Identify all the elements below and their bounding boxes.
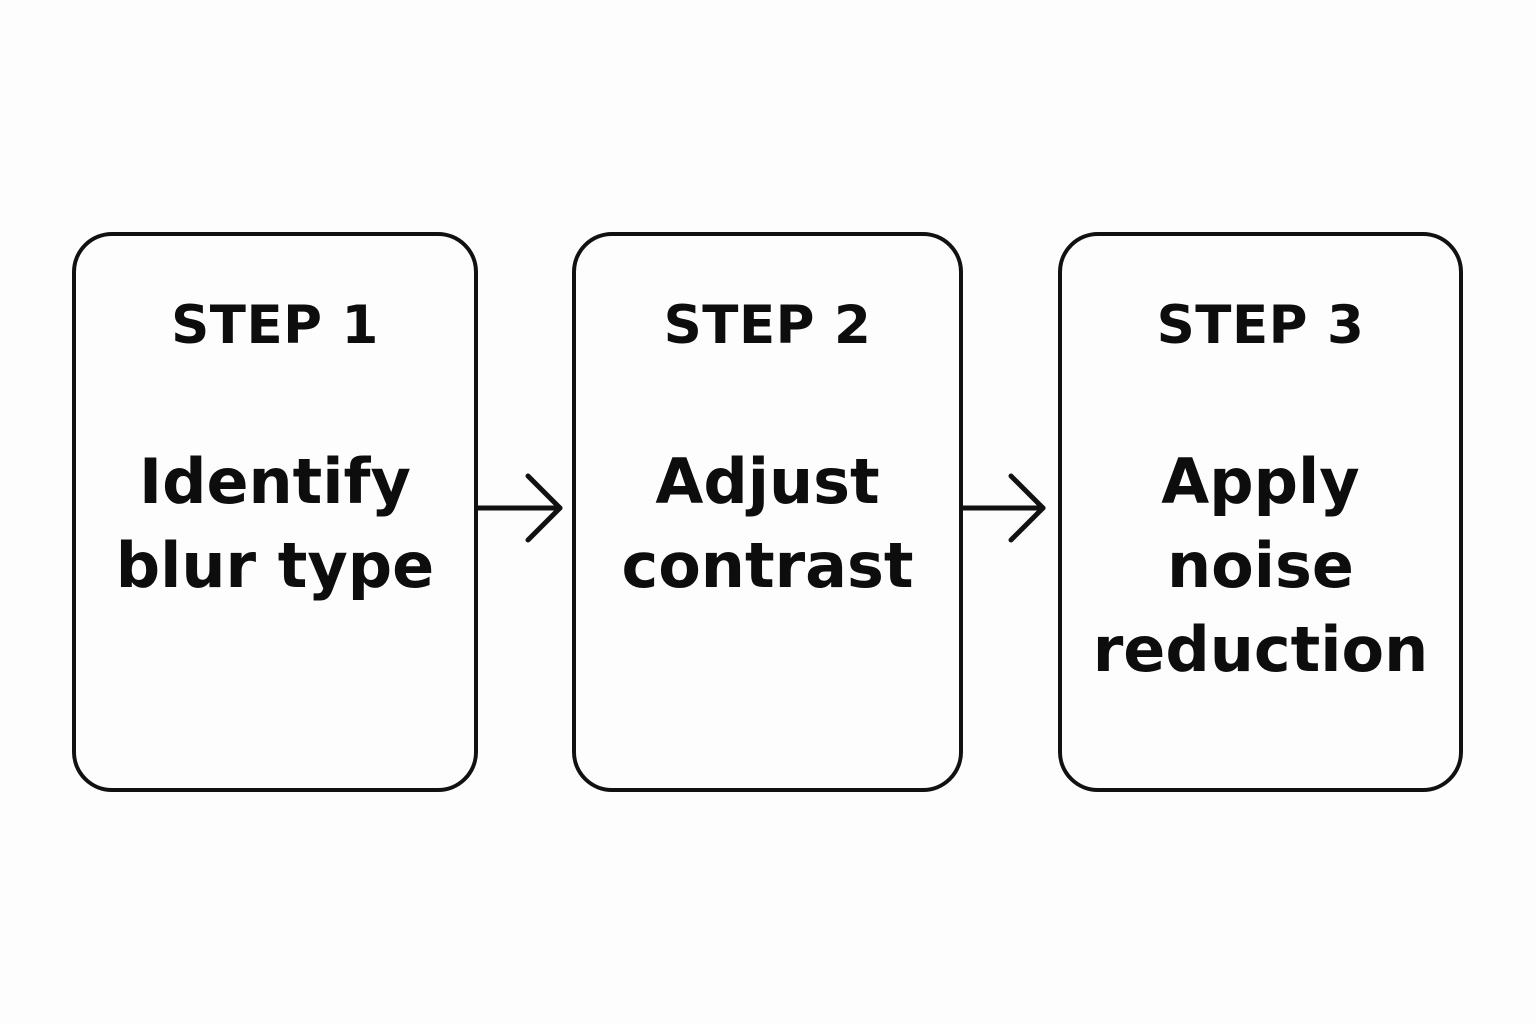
- step-2-line-1: Adjust: [655, 445, 880, 518]
- step-3-line-2: noise: [1167, 529, 1354, 602]
- step-2-title: STEP 2: [663, 295, 872, 356]
- step-1-line-2: blur type: [115, 529, 435, 602]
- step-1-line-1: Identify: [139, 445, 411, 518]
- step-3-box: STEP 3 Apply noise reduction: [1058, 232, 1463, 792]
- step-1-box: STEP 1 Identify blur type: [72, 232, 478, 792]
- step-2-line-2: contrast: [621, 529, 914, 602]
- step-3-description: Apply noise reduction: [1062, 440, 1459, 692]
- step-3-line-3: reduction: [1092, 613, 1429, 686]
- step-3-line-1: Apply: [1161, 445, 1360, 518]
- step-2-box: STEP 2 Adjust contrast: [572, 232, 963, 792]
- arrow-right-icon: [963, 473, 1046, 543]
- step-1-description: Identify blur type: [76, 440, 474, 608]
- step-1-title: STEP 1: [171, 295, 379, 356]
- step-3-title: STEP 3: [1156, 295, 1365, 356]
- arrow-right-icon: [478, 473, 563, 543]
- step-2-description: Adjust contrast: [576, 440, 959, 608]
